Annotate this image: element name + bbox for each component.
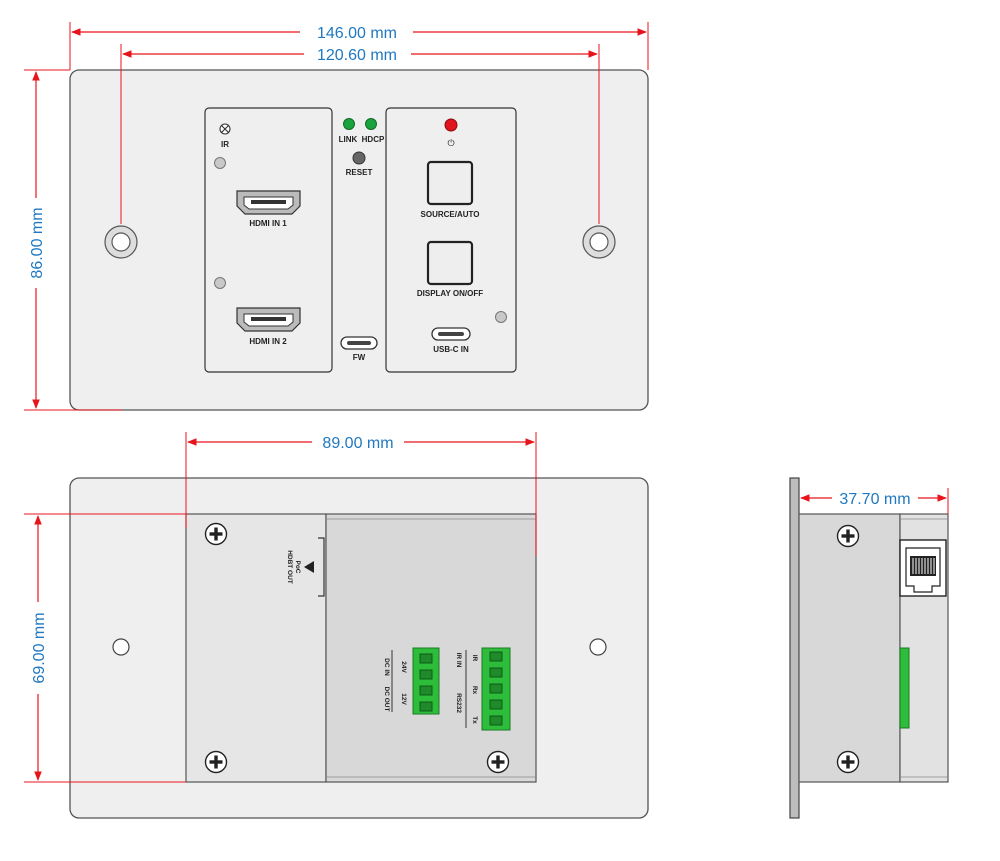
hole-spacing-dimension: 120.60 mm [317, 47, 397, 64]
hdmi-in-1-label: HDMI IN 1 [249, 219, 287, 228]
power-icon: ⏻ [447, 138, 454, 149]
dc-terminal-block[interactable] [412, 647, 440, 715]
mounting-hole-right [582, 225, 616, 259]
front-dimensions: 146.00 mm 120.60 mm 86.00 mm [24, 22, 649, 411]
hdmi-in-1-port[interactable] [236, 190, 301, 215]
front-right-module [385, 107, 517, 373]
link-led [343, 118, 355, 130]
rear-hole-left [112, 638, 130, 656]
dc-12v-label: 12V [400, 693, 407, 705]
front-left-module [204, 107, 333, 373]
rj45-port-icon[interactable] [899, 539, 947, 597]
rear-width-dimension: 89.00 mm [322, 435, 393, 452]
ir-label: IR [221, 140, 229, 149]
source-auto-label: SOURCE/AUTO [421, 210, 480, 219]
hdcp-led [365, 118, 377, 130]
power-led [444, 118, 458, 132]
front-width-dimension: 146.00 mm [317, 25, 397, 42]
ir-sensor-icon [219, 123, 231, 135]
mounting-hole-left [104, 225, 138, 259]
link-label: LINK [339, 135, 358, 144]
rear-hole-right [589, 638, 607, 656]
rear-view: PoC HDBT OUT 24V 12V DC IN DC OUT IR [69, 477, 649, 819]
side-screw-top [836, 524, 860, 548]
usbc-in-label: USB-C IN [433, 345, 469, 354]
hdbt-out-label: HDBT OUT [286, 550, 293, 584]
side-view [789, 477, 949, 819]
ir-rs232-terminal-block[interactable] [481, 647, 511, 731]
bracket-screw-bottom [204, 750, 228, 774]
display-onoff-label: DISPLAY ON/OFF [417, 289, 483, 298]
front-view: IR HDMI IN 1 HDMI IN 2 LINK HDCP RESET F… [69, 69, 649, 411]
side-screw-bottom [836, 750, 860, 774]
reset-button[interactable] [352, 151, 366, 165]
front-height-dimension: 86.00 mm [29, 207, 46, 278]
rx-pin-label: Rx [471, 686, 478, 695]
dc-24v-label: 24V [400, 661, 407, 673]
hdmi-in-2-port[interactable] [236, 307, 301, 332]
side-depth-dimension: 37.70 mm [839, 491, 910, 508]
side-terminal-block [899, 647, 910, 729]
rear-bracket [185, 513, 327, 783]
hdmi-in-2-label: HDMI IN 2 [249, 337, 287, 346]
dc-out-label: DC OUT [383, 687, 390, 712]
poc-label: PoC [294, 561, 301, 574]
module-screw [486, 750, 510, 774]
fw-label: FW [353, 353, 366, 362]
indicator-led-2 [214, 277, 226, 289]
rs232-label: RS232 [455, 693, 462, 713]
side-faceplate [789, 477, 800, 819]
ambient-sensor [495, 311, 507, 323]
side-dimensions: 37.70 mm [800, 488, 949, 514]
source-auto-button[interactable] [426, 160, 474, 206]
indicator-led-1 [214, 157, 226, 169]
bracket-screw-top [204, 522, 228, 546]
rear-height-dimension: 69.00 mm [31, 612, 48, 683]
ir-in-label: IR IN [455, 653, 462, 668]
rear-dimensions: 89.00 mm 69.00 mm [24, 432, 537, 783]
reset-label: RESET [346, 168, 373, 177]
side-bracket [798, 513, 901, 783]
ir-pin-label: IR [471, 655, 478, 662]
dc-in-label: DC IN [383, 658, 390, 676]
hdcp-label: HDCP [362, 135, 385, 144]
display-onoff-button[interactable] [426, 240, 474, 286]
tx-pin-label: Tx [471, 716, 478, 724]
